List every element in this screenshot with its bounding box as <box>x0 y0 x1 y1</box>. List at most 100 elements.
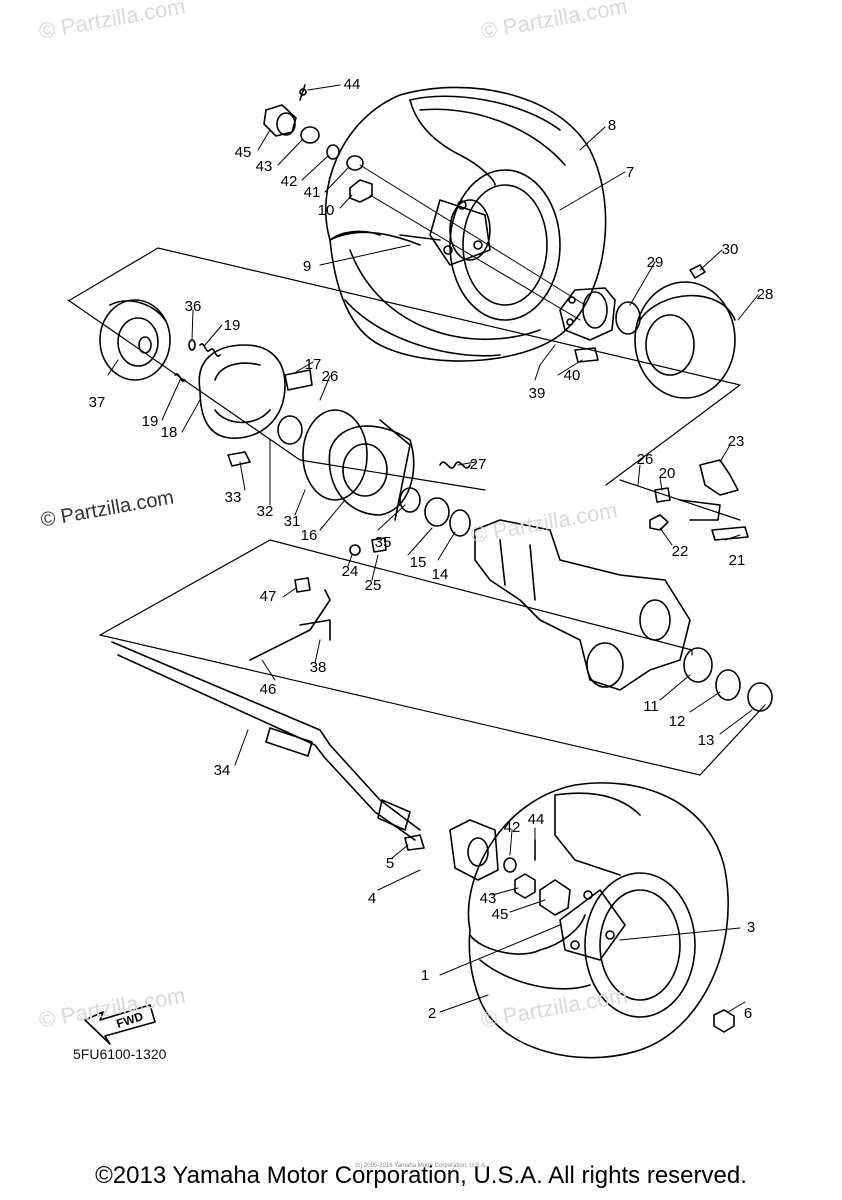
callout-24: 24 <box>342 563 359 580</box>
callout-40: 40 <box>564 367 581 384</box>
axle-nut-45-bottom <box>539 879 571 916</box>
callout-43: 43 <box>256 158 273 175</box>
drive-shaft-34 <box>111 641 421 841</box>
callout-35: 35 <box>375 534 392 551</box>
callout-18: 18 <box>161 424 178 441</box>
callout-43: 43 <box>480 890 497 907</box>
callout-19: 19 <box>224 317 241 334</box>
nut-43-bottom <box>514 873 536 899</box>
callout-11: 11 <box>643 698 659 715</box>
cam-17 <box>277 369 313 445</box>
callout-numbers: 4445434241108793029284039361937191817263… <box>89 76 774 1022</box>
callout-12: 12 <box>669 713 686 730</box>
washer-42 <box>326 144 340 160</box>
callout-20: 20 <box>659 465 676 482</box>
callout-46: 46 <box>260 681 277 698</box>
callout-30: 30 <box>722 241 739 258</box>
callout-8: 8 <box>608 117 616 134</box>
tire-outer-2 <box>469 914 586 955</box>
brake-drum-28 <box>634 281 736 399</box>
spring-19 <box>199 343 221 357</box>
cotter-pin-44 <box>299 84 307 101</box>
callout-42: 42 <box>504 819 521 836</box>
callout-21: 21 <box>729 552 746 569</box>
washer-24 <box>349 544 361 556</box>
bearing-11 <box>683 647 713 683</box>
callout-15: 15 <box>410 554 427 571</box>
washer-42-bottom <box>503 857 517 873</box>
top-tire <box>325 86 607 362</box>
callout-6: 6 <box>744 1005 752 1022</box>
o-ring-31 <box>302 409 368 501</box>
callout-26: 26 <box>322 368 339 385</box>
clip-47 <box>294 577 311 593</box>
bolt-21 <box>711 526 749 541</box>
seal-35 <box>399 487 421 513</box>
oil-seal-29 <box>615 301 641 335</box>
callout-37: 37 <box>89 394 106 411</box>
seal-12 <box>715 669 741 701</box>
pin-36 <box>188 339 196 351</box>
callout-1: 1 <box>421 967 429 984</box>
rod-46 <box>249 589 331 661</box>
callout-25: 25 <box>365 577 382 594</box>
diagram-code: 5FU6100-1320 <box>73 1046 167 1062</box>
callout-47: 47 <box>260 588 277 605</box>
callout-17: 17 <box>305 356 322 373</box>
brake-panel-16 <box>328 419 415 521</box>
plate-20 <box>654 487 671 503</box>
callout-14: 14 <box>432 566 449 583</box>
callout-9: 9 <box>303 258 311 275</box>
callout-38: 38 <box>310 659 327 676</box>
bolt-33 <box>227 451 251 467</box>
callout-4: 4 <box>368 890 376 907</box>
axle-housing <box>474 519 691 691</box>
callout-3: 3 <box>747 919 755 936</box>
top-wheel-rim <box>399 169 561 321</box>
callout-13: 13 <box>698 732 715 749</box>
collar-13 <box>747 682 773 712</box>
callout-31: 31 <box>284 513 301 530</box>
hub-4 <box>449 819 499 881</box>
hub-39 <box>559 287 616 341</box>
callout-41: 41 <box>304 184 321 201</box>
callout-26: 26 <box>637 451 654 468</box>
bolt-5 <box>404 834 425 851</box>
brake-drum-cover-37 <box>99 299 171 381</box>
callout-2: 2 <box>428 1005 436 1022</box>
washer-41 <box>346 155 364 171</box>
bearing-15 <box>424 497 450 527</box>
callout-5: 5 <box>386 855 394 872</box>
callout-45: 45 <box>235 144 252 161</box>
small-notice: (c) 2005-2016 Yamaha Motor Corporation, … <box>355 1163 487 1169</box>
copyright-notice: ©2013 Yamaha Motor Corporation, U.S.A. A… <box>95 1162 747 1189</box>
callout-19: 19 <box>142 413 159 430</box>
bolt-40 <box>574 347 599 363</box>
callout-16: 16 <box>301 527 318 544</box>
callout-45: 45 <box>492 906 509 923</box>
nut-10 <box>349 179 373 203</box>
group-outline <box>67 247 766 776</box>
callout-7: 7 <box>626 164 634 181</box>
callout-36: 36 <box>185 298 202 315</box>
fwd-arrow-icon <box>84 1004 156 1045</box>
callout-32: 32 <box>257 503 274 520</box>
spring-27 <box>439 461 471 469</box>
seal-14 <box>449 509 471 537</box>
callout-28: 28 <box>757 286 774 303</box>
bolt-30 <box>689 264 706 279</box>
callout-39: 39 <box>529 385 546 402</box>
callout-33: 33 <box>225 489 242 506</box>
leader-lines <box>107 84 759 1013</box>
callout-29: 29 <box>647 254 664 271</box>
brake-shoes-18 <box>198 344 286 439</box>
nut-6 <box>713 1009 735 1033</box>
callout-23: 23 <box>728 433 745 450</box>
bottom-wheel-rim <box>559 872 696 1018</box>
washer-43 <box>300 126 320 144</box>
callout-34: 34 <box>214 762 231 779</box>
bottom-tire <box>467 782 729 1059</box>
callout-27: 27 <box>470 456 487 473</box>
top-axle-nut-45 <box>263 104 297 137</box>
